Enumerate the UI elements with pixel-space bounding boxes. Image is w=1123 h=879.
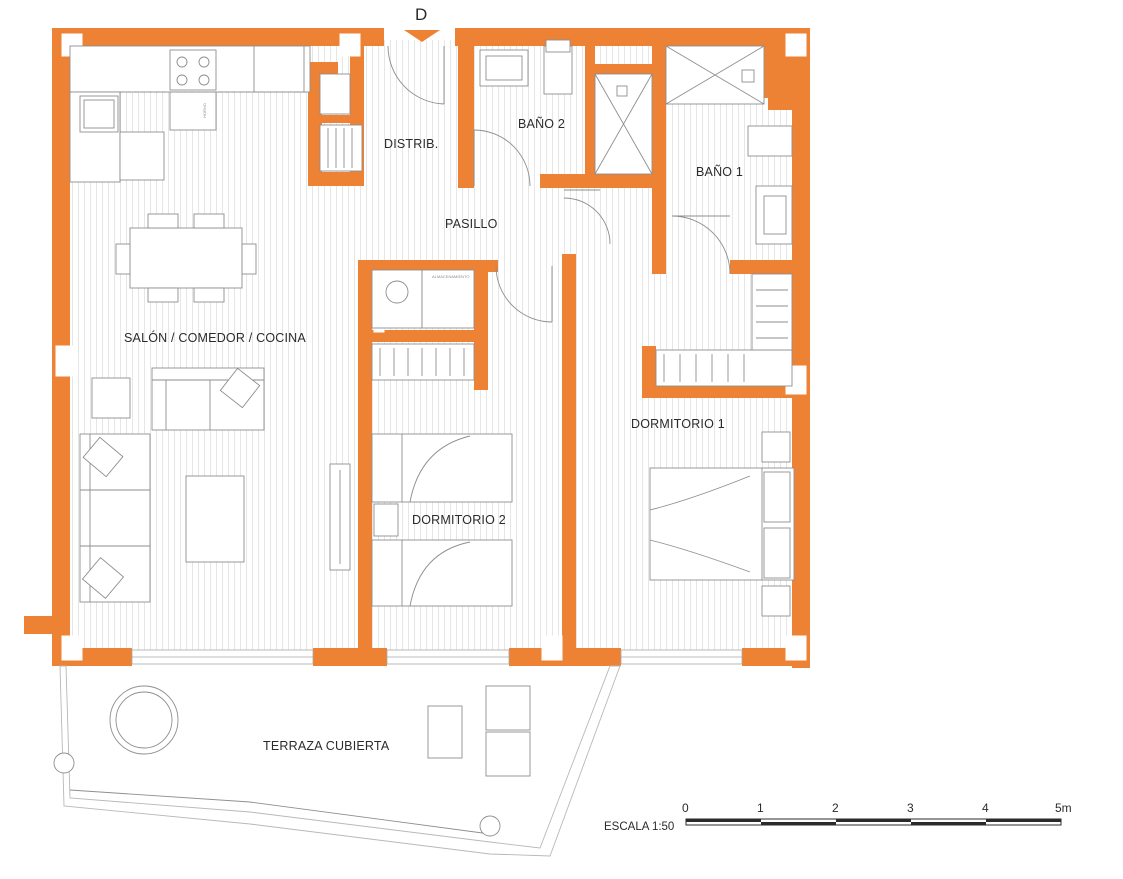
dining-table	[115, 213, 257, 303]
label-bano1: BAÑO 1	[696, 165, 743, 179]
walls	[24, 28, 810, 668]
bedroom2-furniture	[371, 433, 513, 607]
label-dormitorio1: DORMITORIO 1	[631, 417, 725, 431]
terrace	[53, 665, 621, 857]
scale-tick-5: 5m	[1055, 801, 1072, 815]
scale-tick-3: 3	[907, 801, 914, 815]
oven-label: HORNO	[202, 103, 207, 118]
label-salon: SALÓN / COMEDOR / COCINA	[124, 330, 306, 345]
scale-tick-2: 2	[832, 801, 839, 815]
scale-label: ESCALA 1:50	[604, 821, 674, 833]
kitchen: HORNO	[69, 45, 311, 183]
label-terraza: TERRAZA CUBIERTA	[263, 739, 390, 753]
label-pasillo: PASILLO	[445, 217, 498, 231]
entry-marker	[404, 30, 440, 42]
doors	[387, 45, 731, 323]
storage-label: ALMACENAMIENTO	[432, 274, 470, 279]
living-furniture	[79, 367, 351, 603]
bath2-fixtures	[479, 39, 653, 175]
bath1-fixtures	[665, 45, 793, 245]
scale-tick-4: 4	[982, 801, 989, 815]
laundry: ALMACENAMIENTO	[371, 269, 475, 381]
windows	[131, 649, 743, 665]
kitchen-closet	[319, 73, 363, 172]
room-labels: SALÓN / COMEDOR / COCINA DISTRIB. PASILL…	[124, 117, 743, 753]
scale-tick-1: 1	[757, 801, 764, 815]
bedroom1-furniture	[649, 273, 795, 617]
scale-bar: ESCALA 1:50 0 1 2 3 4 5m	[604, 801, 1072, 833]
label-bano2: BAÑO 2	[518, 117, 565, 131]
label-dormitorio2: DORMITORIO 2	[412, 513, 506, 527]
entrance-label: D	[415, 5, 427, 24]
scale-tick-0: 0	[682, 801, 689, 815]
label-distrib: DISTRIB.	[384, 137, 438, 151]
